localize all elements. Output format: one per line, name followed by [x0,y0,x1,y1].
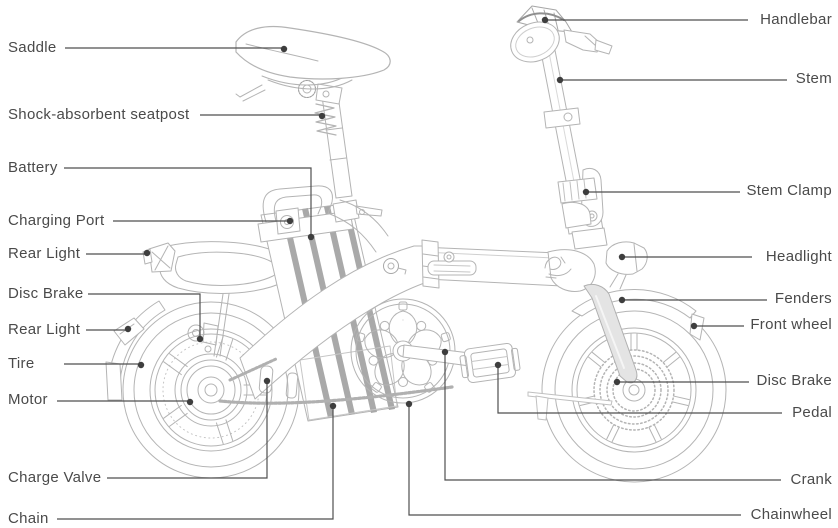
leader-pedal [497,365,782,414]
label-tire: Tire [8,355,35,372]
label-pedal: Pedal [792,404,832,421]
label-stem: Stem [795,70,832,87]
label-chainwheel: Chainwheel [750,506,832,523]
leader-crank [444,352,781,481]
saddle-seatpost-drawing [235,25,391,199]
rear-rack-drawing [142,241,294,357]
leader-chainwheel [408,404,741,516]
label-charge-valve: Charge Valve [8,469,102,486]
label-handlebar: Handlebar [760,11,832,28]
label-saddle: Saddle [8,39,57,56]
label-front-wheel: Front wheel [750,316,832,333]
label-crank: Crank [790,471,832,488]
label-battery: Battery [8,159,58,176]
leader-chain [57,407,334,520]
chain-drawing [218,357,454,405]
frame-drawing [239,199,563,400]
charge-valve-drawing [258,365,299,399]
label-chain: Chain [8,510,49,527]
label-rear-light-1: Rear Light [8,245,81,262]
label-rear-light-2: Rear Light [8,321,81,338]
label-headlight: Headlight [765,248,832,265]
label-fenders: Fenders [774,290,832,307]
label-stem-clamp: Stem Clamp [746,182,832,199]
label-disc-brake-right: Disc Brake [756,372,832,389]
label-charging-port: Charging Port [8,212,105,229]
label-disc-brake-left: Disc Brake [8,285,84,302]
leader-disc-brake-left [88,293,201,338]
stem-handlebar-drawing [510,5,613,229]
drivetrain-drawing [350,298,521,404]
leader-dots [124,16,698,410]
brand-logo [544,256,572,279]
label-shock-seatpost: Shock-absorbent seatpost [8,106,190,123]
leader-lines [57,19,787,520]
fork-front-drawing [527,211,705,421]
leader-charge-valve [107,382,268,479]
leader-battery [64,167,312,236]
label-motor: Motor [8,391,48,408]
rear-fender-drawing [105,300,166,401]
